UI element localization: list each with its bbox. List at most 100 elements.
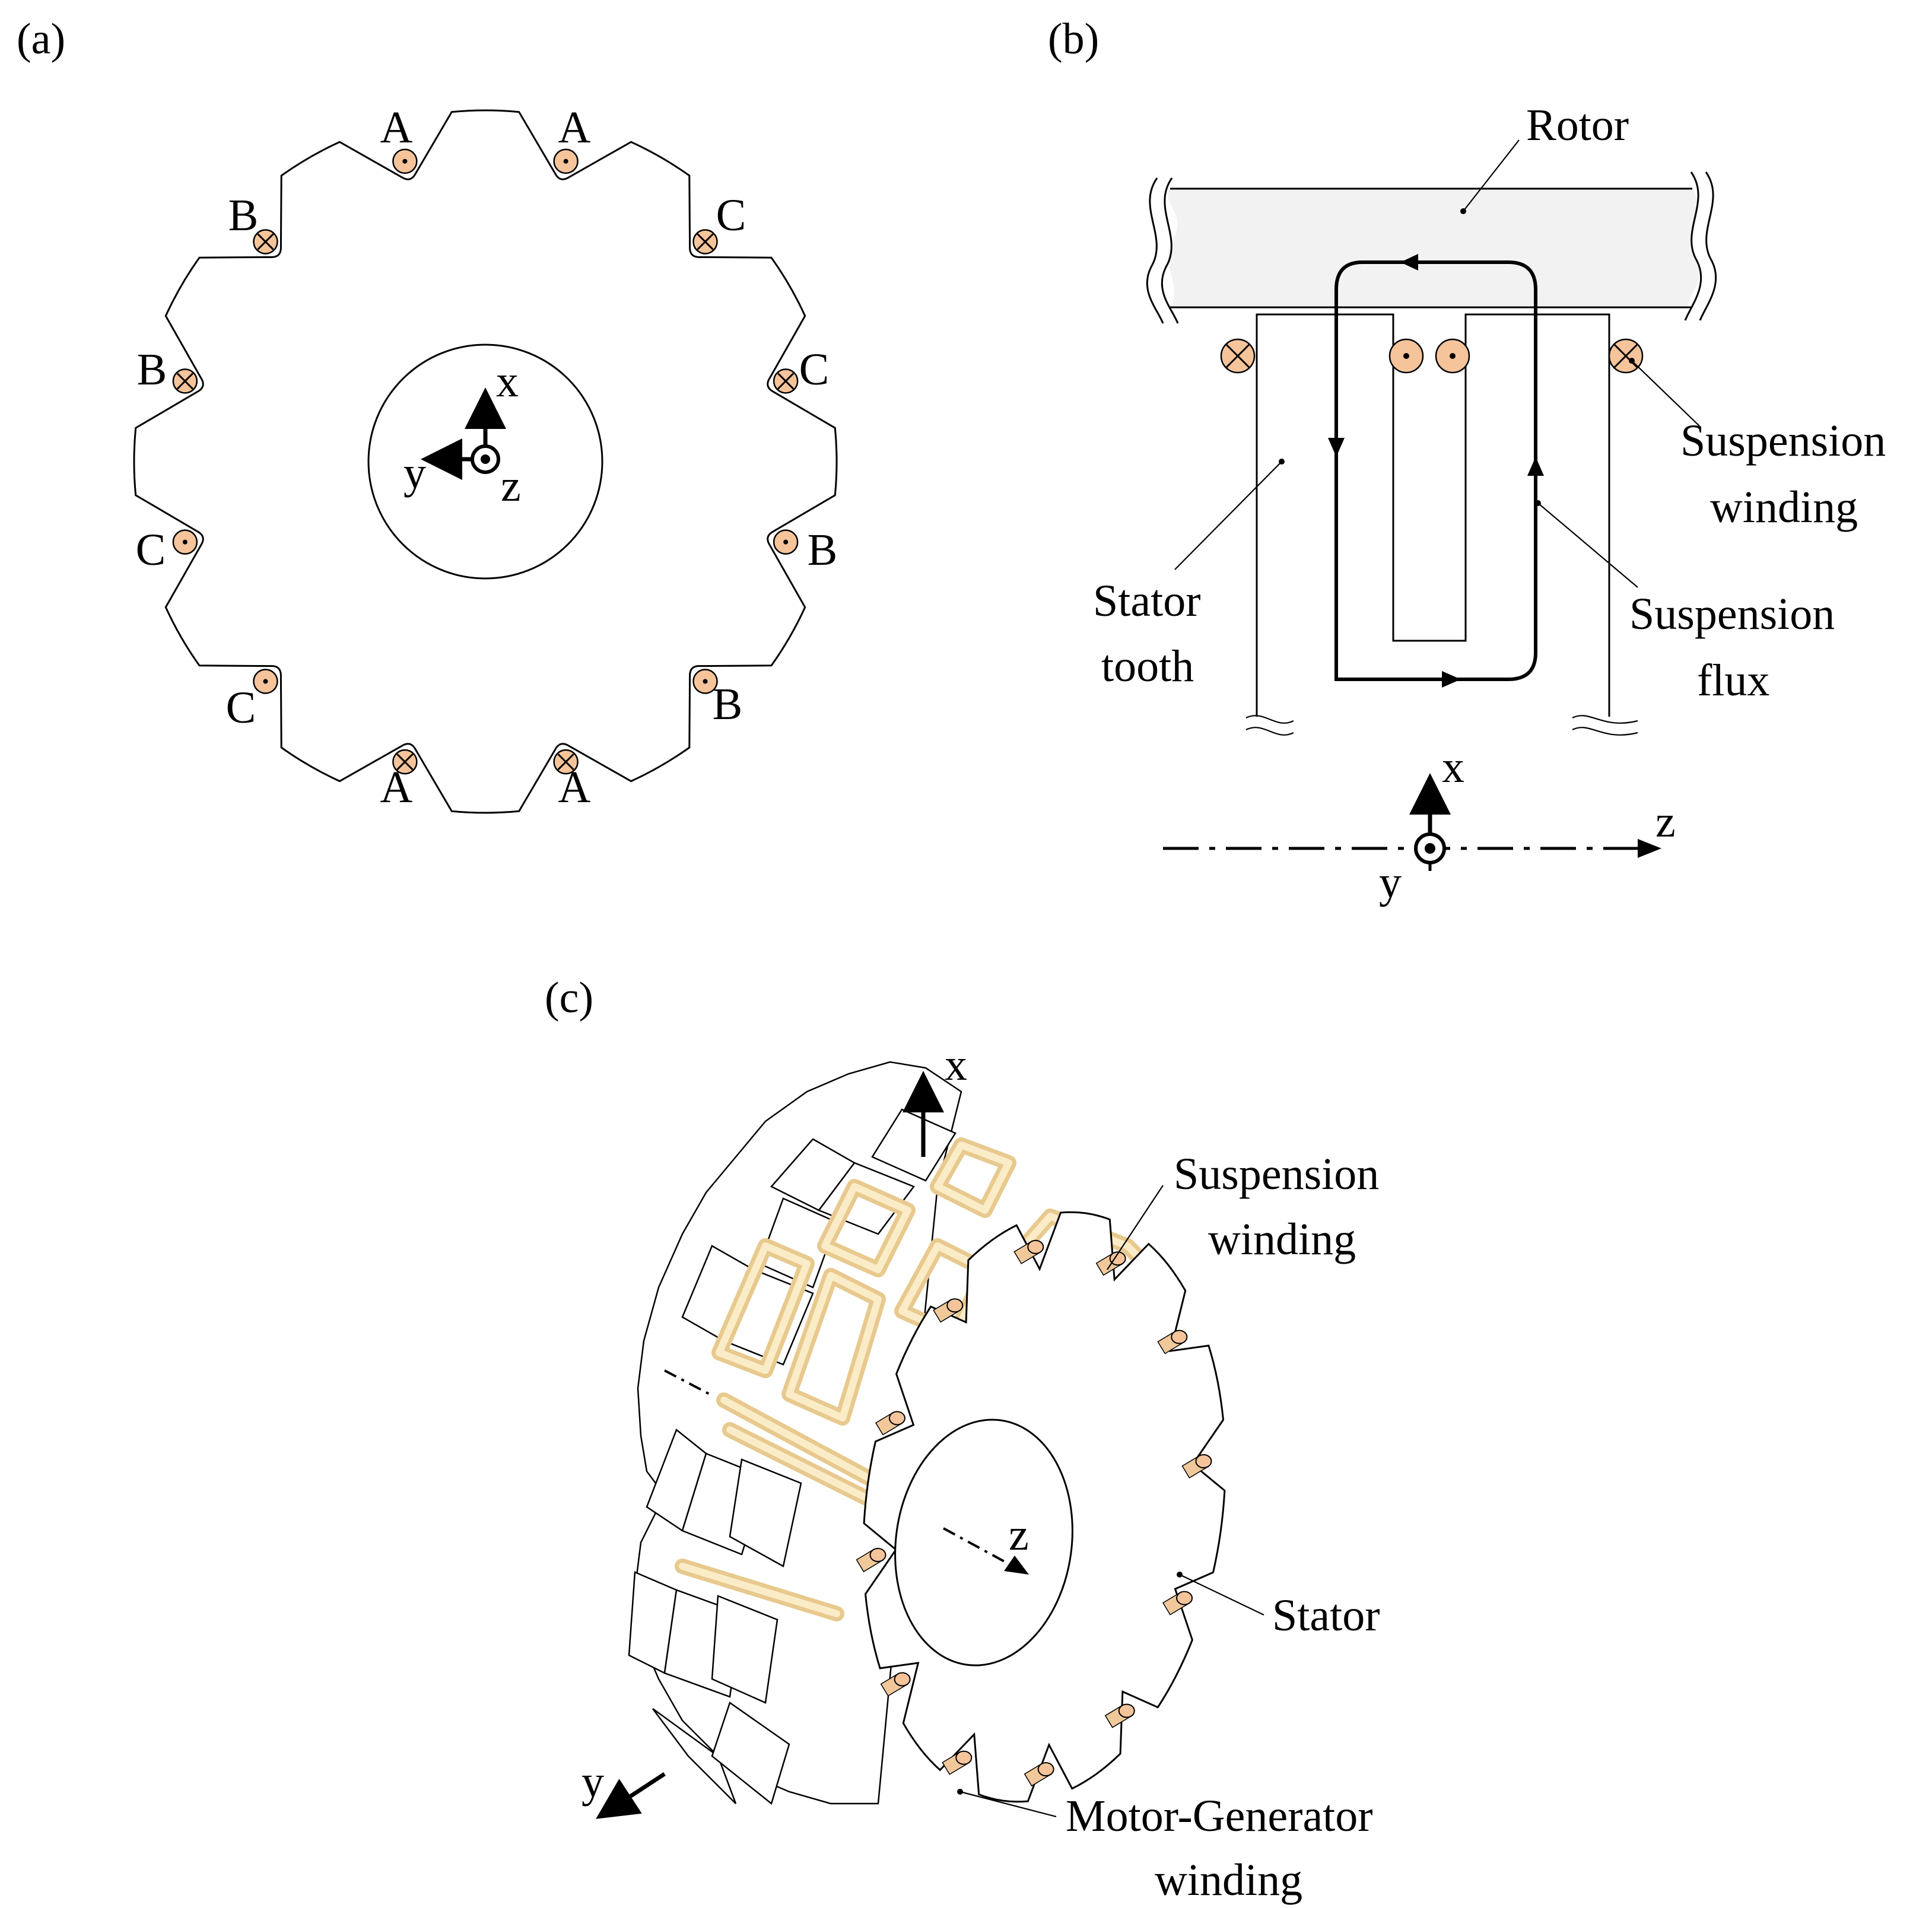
mg-winding-label-1: Motor-Generator xyxy=(1066,1791,1373,1841)
rotor-break-right xyxy=(1684,171,1702,321)
mg-coil-end xyxy=(888,1411,905,1426)
cross-mark xyxy=(1613,343,1639,369)
axis-x-label: x xyxy=(496,357,519,406)
mg-coil-end xyxy=(955,1750,973,1765)
axis-x-label-c: x xyxy=(945,1040,967,1090)
slot-label: A xyxy=(558,103,591,152)
suspension-winding-leader-c xyxy=(1107,1185,1164,1270)
slot-label: A xyxy=(380,103,413,152)
stator-tooth-label-1: Stator xyxy=(1093,576,1201,626)
tooth-leader xyxy=(1174,461,1282,570)
stator-leader xyxy=(1179,1574,1264,1616)
suspension-winding-label-1: Suspension xyxy=(1680,416,1886,466)
axis-dash-left xyxy=(664,1369,710,1395)
tooth-break-right-2 xyxy=(1572,727,1638,736)
dot-mark xyxy=(703,679,708,684)
cross-mark xyxy=(257,233,274,250)
z-axis-arrowhead xyxy=(1638,839,1661,858)
mg-leader xyxy=(959,1791,1057,1818)
axis-y-label-c: y xyxy=(581,1757,604,1807)
z-axis-dashed-c xyxy=(943,1527,1009,1565)
slot-coils-a xyxy=(172,148,799,775)
dot-mark xyxy=(1450,353,1456,359)
stator-label-c: Stator xyxy=(1272,1591,1380,1640)
stator-tooth-label-2: tooth xyxy=(1101,641,1194,691)
axis-y-label: y xyxy=(403,448,426,498)
tooth-break-right xyxy=(1572,715,1638,724)
suspension-winding-label-c1: Suspension xyxy=(1174,1149,1379,1199)
rotor-label: Rotor xyxy=(1526,100,1629,150)
tooth-break-left-2 xyxy=(1245,727,1294,736)
slot-label: C xyxy=(716,190,746,240)
dot-mark xyxy=(563,158,568,164)
panel-b: (b) Rotor xyxy=(1048,15,1886,907)
mg-winding-label-2: winding xyxy=(1155,1855,1302,1905)
mg-coil-end xyxy=(1109,1251,1126,1266)
rotor-body xyxy=(1168,189,1699,307)
slot-label: B xyxy=(713,679,743,729)
rotor-leader xyxy=(1463,139,1520,212)
rotor-break-left xyxy=(1161,177,1179,324)
flux-leader xyxy=(1537,503,1638,588)
mg-coil-end xyxy=(894,1672,911,1687)
mg-coil-end xyxy=(1037,1762,1054,1777)
axes-a: x y z xyxy=(403,357,521,511)
tooth-break-left xyxy=(1245,715,1294,724)
suspension-flux-label-2: flux xyxy=(1697,656,1769,705)
suspension-flux-label-1: Suspension xyxy=(1629,589,1835,639)
panel-a: (a) A A C C B B A A C C B B x y z xyxy=(17,15,838,814)
slot-label: B xyxy=(228,190,259,240)
panel-a-label: (a) xyxy=(17,15,65,63)
rotor-break-left-2 xyxy=(1146,177,1164,324)
slot-label: A xyxy=(380,762,413,812)
flux-arrow-right xyxy=(1527,457,1544,476)
cross-mark xyxy=(176,373,193,390)
mg-coil-end xyxy=(1195,1454,1212,1468)
axis-x-label-b: x xyxy=(1442,742,1464,792)
mg-coil-end xyxy=(869,1548,886,1563)
bore-circle-a xyxy=(367,344,603,580)
mg-coil-end xyxy=(1118,1703,1135,1718)
slot-label: B xyxy=(137,345,167,395)
slot-label: B xyxy=(808,525,838,575)
cross-mark xyxy=(396,753,414,771)
slot-label: C xyxy=(226,683,256,733)
dot-mark xyxy=(402,158,408,164)
axis-z-label-b: z xyxy=(1655,797,1676,847)
coils-b xyxy=(1220,338,1644,374)
panel-c-label: (c) xyxy=(545,974,593,1022)
dot-mark xyxy=(1403,353,1409,359)
motor-generator-coil-ends xyxy=(856,1239,1212,1787)
axis-z-label: z xyxy=(501,461,521,511)
y-axis-dot xyxy=(1425,843,1435,854)
slot-label: C xyxy=(136,525,166,575)
axis-y-label-b: y xyxy=(1379,857,1402,907)
z-axis-arrowhead-c xyxy=(1004,1556,1029,1575)
cross-mark xyxy=(777,373,795,390)
cross-mark xyxy=(1225,343,1251,369)
flux-arrow-left xyxy=(1328,438,1345,457)
dot-mark xyxy=(182,539,188,545)
flux-arrow-top xyxy=(1400,254,1418,271)
cross-mark xyxy=(557,753,574,771)
rotor-break-right-2 xyxy=(1699,171,1717,321)
cross-mark xyxy=(697,233,714,250)
stator-bore-c xyxy=(894,1419,1073,1667)
mg-coil-end xyxy=(946,1298,964,1313)
mg-coil-end xyxy=(1176,1591,1193,1605)
y-axis-arrow-c xyxy=(596,1772,666,1819)
suspension-winding-label-2: winding xyxy=(1710,482,1858,532)
slot-labels-a: A A C C B B A A C C B B xyxy=(136,103,838,812)
panel-b-label: (b) xyxy=(1048,15,1099,63)
panel-c: (c) xyxy=(545,974,1380,1905)
dot-mark xyxy=(263,679,268,684)
winding-leader xyxy=(1631,360,1700,427)
slot-label: A xyxy=(558,762,591,812)
stator-tooth-outline xyxy=(1256,313,1610,717)
stator-outline-a xyxy=(133,109,838,814)
suspension-winding-label-c2: winding xyxy=(1208,1214,1356,1264)
mg-coil-end xyxy=(1171,1330,1188,1344)
axis-z-label-c: z xyxy=(1009,1510,1029,1560)
dot-mark xyxy=(783,539,789,545)
